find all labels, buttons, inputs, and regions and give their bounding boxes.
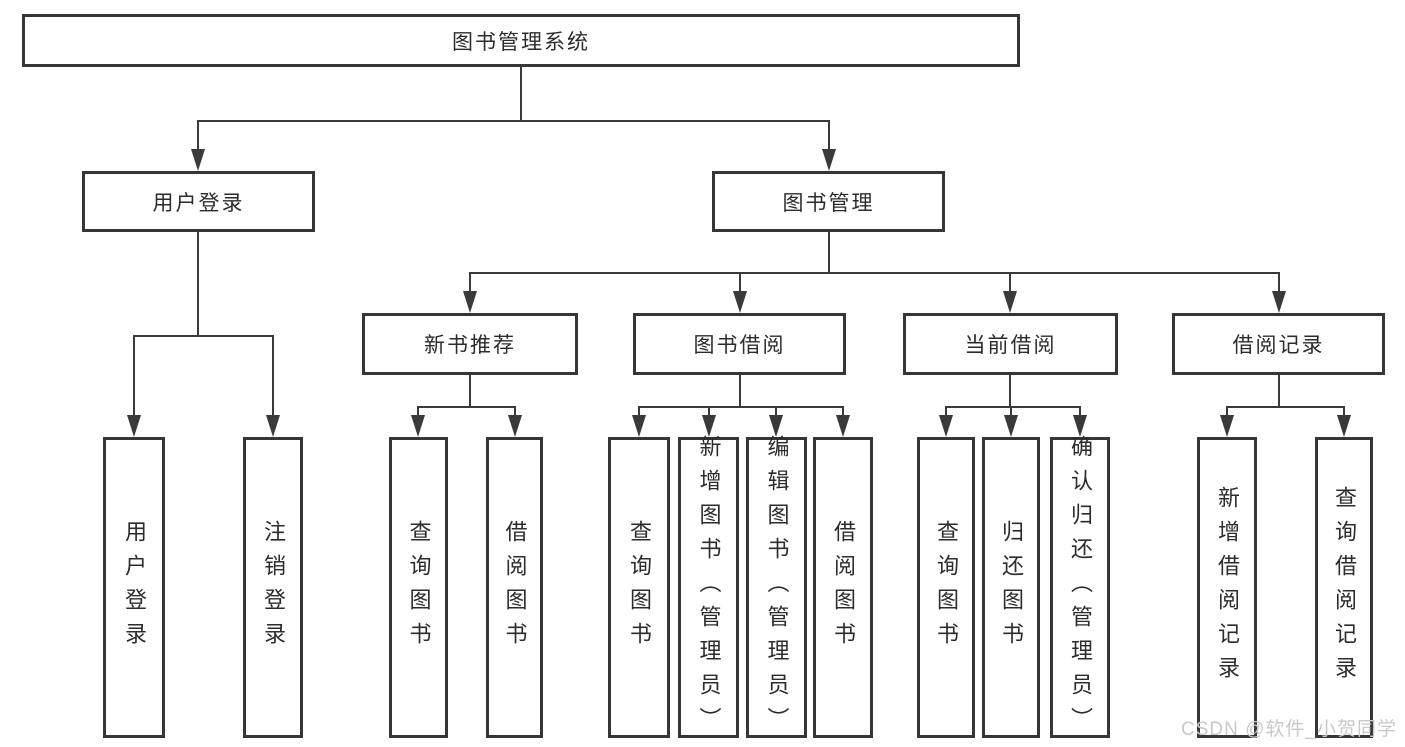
connector-line — [272, 335, 274, 417]
node-leaf-cb-confirm: 确认归还（管理员） — [1050, 434, 1110, 741]
connector-line — [842, 406, 844, 417]
node-leaf-bb-edit: 编辑图书（管理员） — [746, 434, 807, 741]
arrow-down-icon — [1337, 415, 1351, 437]
connector-line — [197, 120, 830, 122]
node-label: 借阅记录 — [1232, 334, 1325, 357]
node-leaf-rec-query: 查询图书 — [389, 437, 448, 738]
connector-line — [828, 232, 830, 274]
node-book-borrow: 图书借阅 — [633, 313, 846, 375]
arrow-down-icon — [508, 415, 522, 437]
arrow-down-icon — [1004, 415, 1018, 437]
node-label: 当前借阅 — [964, 334, 1057, 357]
node-current-borrow: 当前借阅 — [903, 313, 1118, 375]
node-label: 借阅图书 — [502, 519, 528, 656]
arrow-down-icon — [702, 415, 716, 437]
connector-line — [417, 406, 419, 417]
connector-line — [469, 375, 471, 408]
node-label: 查询图书 — [406, 519, 432, 656]
connector-line — [469, 272, 1280, 274]
connector-line — [197, 120, 199, 151]
node-label: 用户登录 — [152, 191, 245, 215]
arrow-down-icon — [411, 415, 425, 437]
connector-line — [775, 406, 777, 417]
arrow-down-icon — [127, 415, 141, 437]
connector-line — [514, 406, 516, 417]
connector-line — [1009, 375, 1011, 408]
watermark: CSDN @软件_小贺同学 — [1181, 719, 1397, 740]
node-leaf-cb-query: 查询图书 — [917, 437, 975, 738]
connector-line — [739, 375, 741, 408]
node-leaf-br-add: 新增借阅记录 — [1197, 437, 1257, 738]
node-leaf-br-query: 查询借阅记录 — [1315, 437, 1373, 738]
connector-line — [1079, 406, 1081, 417]
connector-line — [469, 272, 471, 293]
node-leaf-bb-add: 新增图书（管理员） — [678, 434, 739, 741]
connector-line — [133, 335, 135, 417]
node-leaf-rec-borrow: 借阅图书 — [486, 437, 543, 738]
node-label: 用户登录 — [122, 519, 147, 656]
arrow-down-icon — [1272, 291, 1286, 313]
connector-line — [520, 67, 522, 122]
node-user-login: 用户登录 — [82, 171, 315, 232]
node-label: 新增借阅记录 — [1215, 485, 1240, 690]
connector-line — [945, 406, 1081, 408]
node-leaf-bb-query: 查询图书 — [608, 437, 670, 738]
node-book-mgmt: 图书管理 — [712, 171, 945, 232]
connector-line — [1278, 375, 1280, 408]
connector-line — [1009, 272, 1011, 293]
connector-line — [708, 406, 710, 417]
node-label: 查询图书 — [627, 519, 652, 656]
connector-line — [739, 272, 741, 293]
connector-line — [828, 120, 830, 151]
connector-line — [1278, 272, 1280, 293]
node-leaf-user-login: 用户登录 — [103, 437, 165, 738]
connector-line — [1226, 406, 1345, 408]
node-label: 归还图书 — [999, 519, 1024, 656]
arrow-down-icon — [266, 415, 280, 437]
node-leaf-bb-borrow: 借阅图书 — [813, 437, 873, 738]
node-label: 新增图书（管理员） — [696, 434, 722, 741]
connector-line — [638, 406, 640, 417]
arrow-down-icon — [463, 291, 477, 313]
arrow-down-icon — [632, 415, 646, 437]
arrow-down-icon — [1003, 291, 1017, 313]
connector-line — [133, 335, 274, 337]
node-label: 编辑图书（管理员） — [764, 434, 790, 741]
connector-line — [197, 232, 199, 337]
arrow-down-icon — [1220, 415, 1234, 437]
connector-line — [945, 406, 947, 417]
node-label: 图书管理系统 — [452, 30, 590, 54]
arrow-down-icon — [822, 149, 836, 171]
node-label: 借阅图书 — [831, 519, 856, 656]
node-label: 图书借阅 — [693, 334, 786, 357]
arrow-down-icon — [733, 291, 747, 313]
connector-line — [1010, 406, 1012, 417]
node-new-book-rec: 新书推荐 — [362, 313, 578, 375]
node-borrow-records: 借阅记录 — [1172, 313, 1385, 375]
node-label: 查询借阅记录 — [1332, 485, 1357, 690]
arrow-down-icon — [769, 415, 783, 437]
connector-line — [1343, 406, 1345, 417]
node-label: 注销登录 — [261, 519, 286, 656]
node-leaf-logout: 注销登录 — [243, 437, 303, 738]
arrow-down-icon — [836, 415, 850, 437]
connector-line — [417, 406, 516, 408]
connector-line — [638, 406, 844, 408]
arrow-down-icon — [1073, 415, 1087, 437]
node-label: 确认归还（管理员） — [1068, 434, 1093, 741]
node-root: 图书管理系统 — [22, 14, 1020, 67]
node-label: 图书管理 — [782, 191, 875, 215]
node-label: 新书推荐 — [424, 334, 516, 357]
arrow-down-icon — [191, 149, 205, 171]
node-label: 查询图书 — [934, 519, 959, 656]
node-leaf-cb-return: 归还图书 — [982, 437, 1040, 738]
arrow-down-icon — [939, 415, 953, 437]
connector-line — [1226, 406, 1228, 417]
